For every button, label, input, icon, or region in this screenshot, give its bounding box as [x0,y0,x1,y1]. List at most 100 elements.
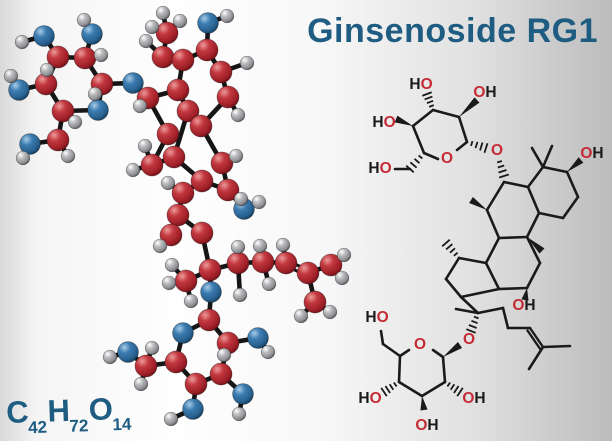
carbon-atom [46,128,70,152]
skeletal-bond [411,108,435,128]
carbon-atom [166,203,190,227]
wedge-bond [394,115,413,126]
skeletal-bond [379,329,385,346]
skeletal-bond [485,180,506,212]
skeletal-bond [457,256,488,265]
compound-title: Ginsenoside RG1 [307,12,598,50]
carbon-atom [171,48,195,72]
carbon-atom [216,178,240,202]
carbon-atom [303,290,327,314]
skeletal-bond [459,295,480,315]
atom-label: O [441,150,453,167]
hydrogen-atom [219,8,235,24]
hash-bond [496,160,503,164]
hash-bond [466,328,476,334]
skeletal-bond [476,306,505,315]
carbon-atom [319,253,343,277]
hash-bond [388,383,395,391]
skeletal-bond [525,211,541,239]
atom-label: OH [512,297,535,314]
wedge-bond [469,196,487,210]
carbon-atom [274,251,298,275]
carbon-atom [189,114,213,138]
hydrogen-atom [230,239,246,255]
hydrogen-atom [132,98,148,114]
carbon-atom [171,181,195,205]
carbon-atom [197,308,221,332]
carbon-atom [209,362,233,386]
hash-bond [497,164,505,169]
skeletal-bond [484,236,501,265]
carbon-atom [166,78,190,102]
hash-bond [384,385,391,394]
hydrogen-atom [87,86,103,102]
skeletal-bond [485,208,501,240]
atom-label: OH [580,145,603,162]
skeletal-bond [530,146,545,169]
skeletal-bond [525,235,542,265]
atom-label: OH [415,417,438,434]
carbon-atom [159,223,183,247]
hydrogen-atom [231,406,247,422]
oxygen-atom [197,12,219,34]
skeletal-bond [541,165,569,174]
skeletal-bond [381,342,402,358]
skeletal-bond [398,348,411,358]
hash-bond [471,319,478,325]
carbon-atom [174,269,198,293]
oxygen-atom [182,398,204,420]
hash-bond [409,161,418,169]
hydrogen-atom [133,376,149,392]
skeletal-bond [526,165,545,189]
oxygen-atom [247,327,269,349]
hydrogen-atom [39,62,55,78]
carbon-atom [190,169,214,193]
carbon-atom [140,153,164,177]
carbon-atom [184,372,208,396]
hydrogen-atom [164,257,180,273]
formula-element: C [5,394,30,430]
skeletal-bond [397,354,402,384]
hash-bond [405,165,415,173]
hash-bond [483,142,489,154]
carbon-atom [251,250,275,274]
hash-bond [446,381,451,388]
hydrogen-atom [334,270,350,286]
atom-label: HO [358,390,381,407]
hydrogen-atom [252,238,268,254]
wedge-bond [459,97,480,117]
hash-bond [468,324,477,329]
hydrogen-atom [260,344,276,360]
carbon-atom [210,151,234,175]
hydrogen-atom [137,138,153,154]
hash-bond [479,142,484,151]
skeletal-bond [397,380,424,398]
hash-bond [473,315,479,320]
carbon-atom [164,350,188,374]
atom-label: O [414,336,426,353]
hydrogen-atom [228,148,244,164]
skeletal-bond [444,256,461,281]
carbon-atom [190,221,214,245]
carbon-atom [198,258,222,282]
wedge-bond [567,157,584,172]
carbon-atom [162,145,186,169]
skeletal-bond [431,348,445,359]
hydrogen-atom [76,12,92,28]
oxygen-atom [172,322,194,344]
hash-bond [498,173,510,179]
skeletal-bond [441,355,447,384]
hash-bond [453,251,459,257]
hydrogen-atom [3,68,19,84]
wedge-bond [527,237,545,254]
hash-bond [441,239,451,247]
skeletal-bond [484,261,501,291]
hydrogen-atom [322,304,338,320]
molecular-formula: C42H72O14 [5,390,133,437]
hash-bond [449,247,456,254]
hash-bond [449,383,456,391]
hydrogen-atom [15,150,31,166]
carbon-atom [51,99,75,123]
